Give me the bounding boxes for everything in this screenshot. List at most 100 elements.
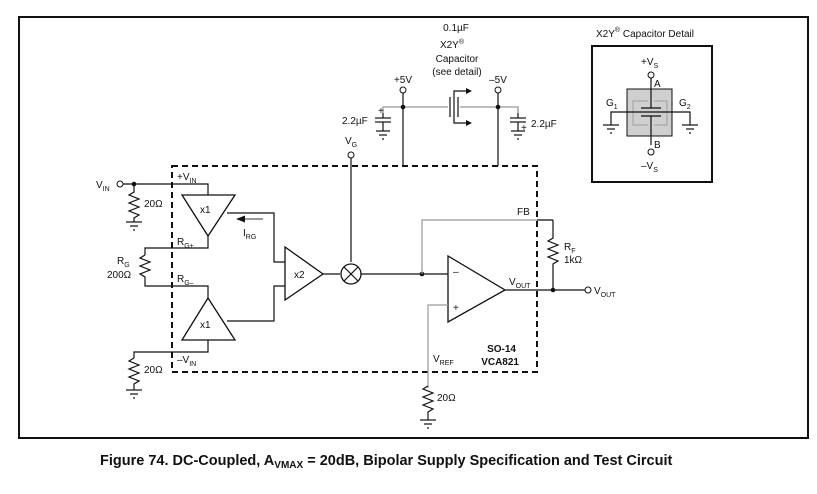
fb-label: FB: [517, 207, 530, 218]
vg-sub: G: [352, 142, 357, 149]
vg-label: VG: [345, 136, 357, 149]
rg-value: 200Ω: [107, 270, 132, 281]
buffer-bottom: [180, 296, 237, 341]
vout-external-text: V: [594, 286, 601, 297]
buffer-bottom-output-wire: [227, 285, 285, 322]
detail-g1-text: G: [606, 98, 614, 109]
supply-section: 0.1µF X2Y® Capacitor (see detail) +5V –5…: [342, 23, 557, 166]
rg-sub: G: [124, 262, 129, 269]
irg-arrow-head: [236, 215, 245, 223]
x2y-name-text: X2Y: [440, 40, 459, 51]
cap-left-symbol: [375, 113, 391, 140]
irg-text: I: [243, 228, 246, 239]
caption-sub: VMAX: [274, 460, 303, 471]
x2-amplifier: [284, 245, 325, 302]
rgn-label: RG–: [177, 274, 194, 287]
detail-g1-sub: 1: [614, 104, 618, 111]
detail-bottom-v: –V: [641, 161, 654, 172]
detail-g2-sub: 2: [687, 104, 691, 111]
vout-external-sub: OUT: [601, 292, 617, 299]
r-ref-value: 20Ω: [437, 393, 456, 404]
vin-text: V: [96, 180, 103, 191]
vref-text: V: [433, 354, 440, 365]
detail-title-main: X2Y: [596, 29, 615, 40]
r-in-top-value: 20Ω: [144, 199, 163, 210]
bus-left: [382, 106, 448, 113]
figure-frame: [18, 16, 809, 439]
detail-g2-text: G: [679, 98, 687, 109]
irg-label: IRG: [243, 228, 256, 241]
r-ref-resistor: [421, 385, 435, 420]
opamp-plus: +: [453, 303, 459, 314]
part-label: VCA821: [481, 357, 519, 368]
vref-label: VREF: [433, 354, 454, 367]
cap-right-plus: +: [521, 123, 527, 134]
rgp-wire: [144, 236, 209, 255]
opamp-minus: –: [453, 267, 459, 278]
junction-pos: [400, 104, 406, 110]
cap-right-symbol: [510, 113, 526, 140]
vca821-package-outline: [171, 165, 538, 373]
vout-internal-label: VOUT: [509, 277, 531, 290]
caption-suffix: = 20dB, Bipolar Supply Specification and…: [303, 453, 672, 469]
detail-box: [591, 45, 713, 183]
detail-g1-label: G1: [606, 98, 618, 111]
rf-sub: F: [571, 248, 575, 255]
rgn-sub: G–: [184, 280, 193, 287]
detail-pin-a: A: [654, 79, 661, 90]
buffer-top: [180, 194, 237, 238]
rf-label: RF: [564, 242, 576, 255]
detail-ground-bus: [610, 111, 691, 125]
nvin-text: –V: [177, 355, 190, 366]
pvin-text: +V: [177, 172, 190, 183]
r-in-bottom-value: 20Ω: [144, 365, 163, 376]
cap-left-label: 2.2µF: [342, 116, 368, 127]
detail-bottom-label: –VS: [641, 161, 658, 174]
rgp-label: RG+: [177, 237, 194, 250]
rf-resistor: [546, 220, 560, 290]
neg-rail-label: –5V: [489, 75, 507, 86]
vg-text: V: [345, 136, 352, 147]
vin-sub: IN: [103, 186, 110, 193]
fb-wire-internal: [421, 219, 553, 274]
nvin-wire: [133, 340, 209, 358]
detail-title: X2Y® Capacitor Detail: [596, 26, 694, 40]
output-opamp: [447, 254, 507, 324]
pos-rail-label: +5V: [394, 75, 412, 86]
x2-amplifier-label: x2: [294, 270, 305, 281]
neg-rail-terminal: [494, 86, 502, 94]
x2y-name-label: X2Y®: [440, 38, 465, 51]
vref-sub: REF: [440, 360, 454, 367]
x2y-reg-mark: ®: [459, 38, 465, 46]
x2y-type-label: Capacitor: [436, 54, 479, 65]
rgp-text: R: [177, 237, 184, 248]
detail-bottom-terminal: [647, 148, 655, 156]
nvin-sub: IN: [189, 361, 196, 368]
junction-neg: [495, 104, 501, 110]
vin-wire: [123, 183, 209, 195]
cap-right-label: 2.2µF: [531, 119, 557, 130]
vout-external-label: VOUT: [594, 286, 616, 299]
buffer-bottom-label: x1: [200, 320, 211, 331]
vg-terminal: [347, 151, 355, 159]
vref-wire: [427, 304, 448, 388]
rf-text: R: [564, 242, 571, 253]
irg-sub: RG: [246, 234, 257, 241]
x2y-capacitor-symbol: [449, 88, 472, 126]
x2y-detail-panel: X2Y® Capacitor Detail +VS A G1 G2 B –VS: [591, 26, 713, 183]
vout-terminal: [584, 286, 592, 294]
caption-prefix: Figure 74. DC-Coupled, A: [100, 453, 275, 469]
detail-title-reg: ®: [615, 26, 621, 34]
r-in-top-resistor: [127, 184, 141, 222]
buffer-top-label: x1: [200, 205, 211, 216]
rf-value: 1kΩ: [564, 255, 583, 266]
vout-internal-sub: OUT: [516, 283, 532, 290]
detail-title-rest: Capacitor Detail: [620, 29, 694, 40]
bus-right: [460, 106, 519, 113]
package-label: SO-14: [487, 344, 516, 355]
x2y-note-label: (see detail): [432, 67, 481, 78]
nvin-label: –VIN: [177, 355, 196, 368]
figure-caption: Figure 74. DC-Coupled, AVMAX = 20dB, Bip…: [100, 453, 673, 471]
rg-label: RG: [117, 256, 130, 269]
